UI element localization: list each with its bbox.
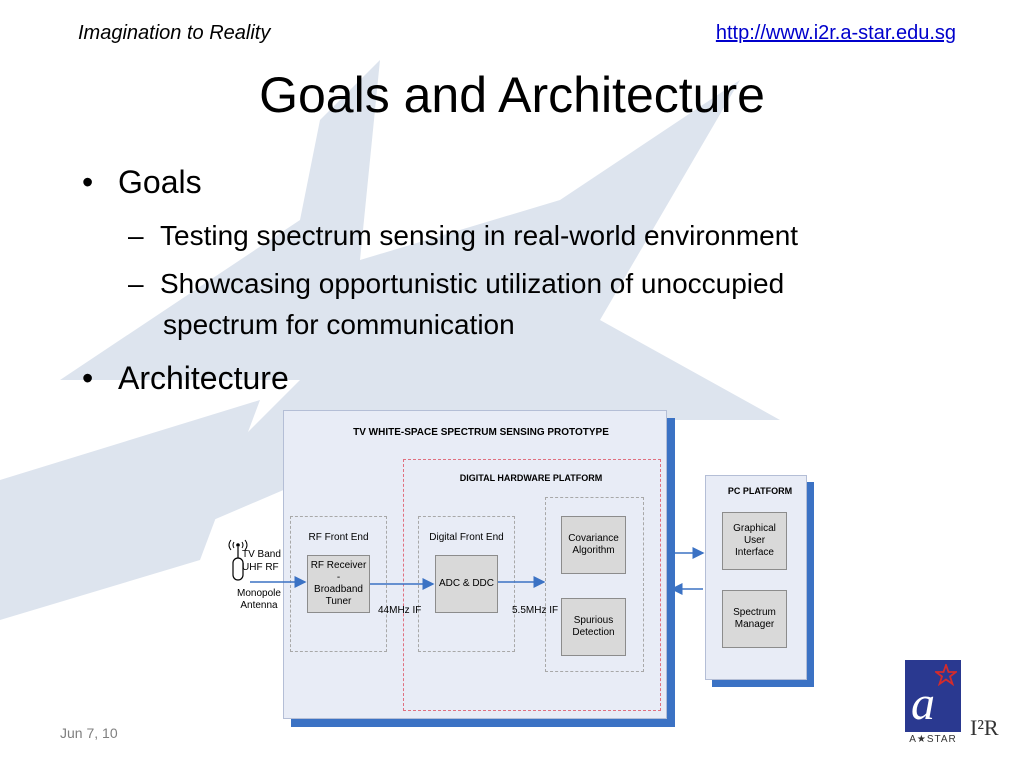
bullet-dot: • (82, 164, 94, 200)
bullet-goals: • Goals (82, 164, 202, 201)
rf-front-end-title: RF Front End (308, 532, 369, 543)
astar-logo: a A★STAR (905, 660, 961, 756)
algorithm-frame (545, 497, 644, 672)
footer-date: Jun 7, 10 (60, 725, 118, 741)
gui-line1: Graphical User (733, 523, 776, 546)
prototype-title: TV WHITE-SPACE SPECTRUM SENSING PROTOTYP… (353, 427, 609, 438)
antenna-name-label-2: Antenna (240, 600, 278, 611)
gui-box: Graphical User Interface (722, 512, 787, 570)
covariance-line1: Covariance (568, 533, 619, 544)
spurious-detection-box: Spurious Detection (561, 598, 626, 656)
slide-title: Goals and Architecture (259, 67, 765, 123)
rf-receiver-line2: Broadband (314, 584, 363, 595)
digital-front-end-title: Digital Front End (429, 532, 504, 543)
bullet-architecture-text: Architecture (118, 360, 289, 396)
gui-line2: Interface (735, 547, 774, 558)
pc-platform-panel (705, 475, 807, 680)
rf-receiver-box: RF Receiver - Broadband Tuner (307, 555, 370, 613)
antenna-name-label-1: Monopole (237, 588, 281, 599)
spurious-line2: Detection (572, 627, 615, 638)
digital-platform-title: DIGITAL HARDWARE PLATFORM (459, 473, 603, 483)
antenna-band-label-1: TV Band (242, 549, 281, 560)
pc-platform-title: PC PLATFORM (727, 486, 793, 496)
signal-arrows (250, 547, 705, 595)
digital-hardware-platform-frame (403, 459, 661, 711)
antenna-band-label-2: UHF RF (242, 562, 279, 573)
covariance-algorithm-box: Covariance Algorithm (561, 516, 626, 574)
sub-bullet-testing-text: Testing spectrum sensing in real-world e… (160, 220, 799, 251)
bullet-goals-text: Goals (118, 164, 202, 200)
sub-bullet-dash: – (128, 268, 144, 299)
sub-bullet-showcasing-text-line1: Showcasing opportunistic utilization of … (160, 268, 785, 299)
bullet-architecture: • Architecture (82, 360, 289, 397)
rf-receiver-line1: RF Receiver - (310, 560, 367, 583)
spectrum-manager-box: Spectrum Manager (722, 590, 787, 648)
spectrum-manager-line1: Spectrum (733, 607, 776, 618)
spurious-line1: Spurious (573, 615, 614, 626)
logo-org-name: A★STAR (909, 734, 957, 745)
sub-bullet-showcasing-line2: spectrum for communication (163, 309, 515, 340)
sub-bullet-testing: –Testing spectrum sensing in real-world … (128, 220, 798, 252)
if-5-5-label: 5.5MHz IF (512, 605, 559, 616)
header-tagline: Imagination to Reality (78, 22, 271, 44)
covariance-line2: Algorithm (572, 545, 615, 556)
antenna-icon (228, 539, 248, 581)
logo-star-icon (935, 664, 957, 686)
bullet-dot: • (82, 360, 94, 396)
header-url-link[interactable]: http://www.i2r.a-star.edu.sg (715, 22, 956, 44)
if-44-label: 44MHz IF (378, 605, 422, 616)
sub-bullet-dash: – (128, 220, 144, 251)
logo-letter: a (911, 677, 935, 730)
spectrum-manager-line2: Manager (734, 619, 775, 630)
adc-ddc-box: ADC & DDC (435, 555, 498, 613)
rf-receiver-line3: Tuner (325, 596, 352, 607)
sub-bullet-showcasing: –Showcasing opportunistic utilization of… (128, 268, 784, 300)
logo-i2r-text: I²R (970, 715, 999, 740)
